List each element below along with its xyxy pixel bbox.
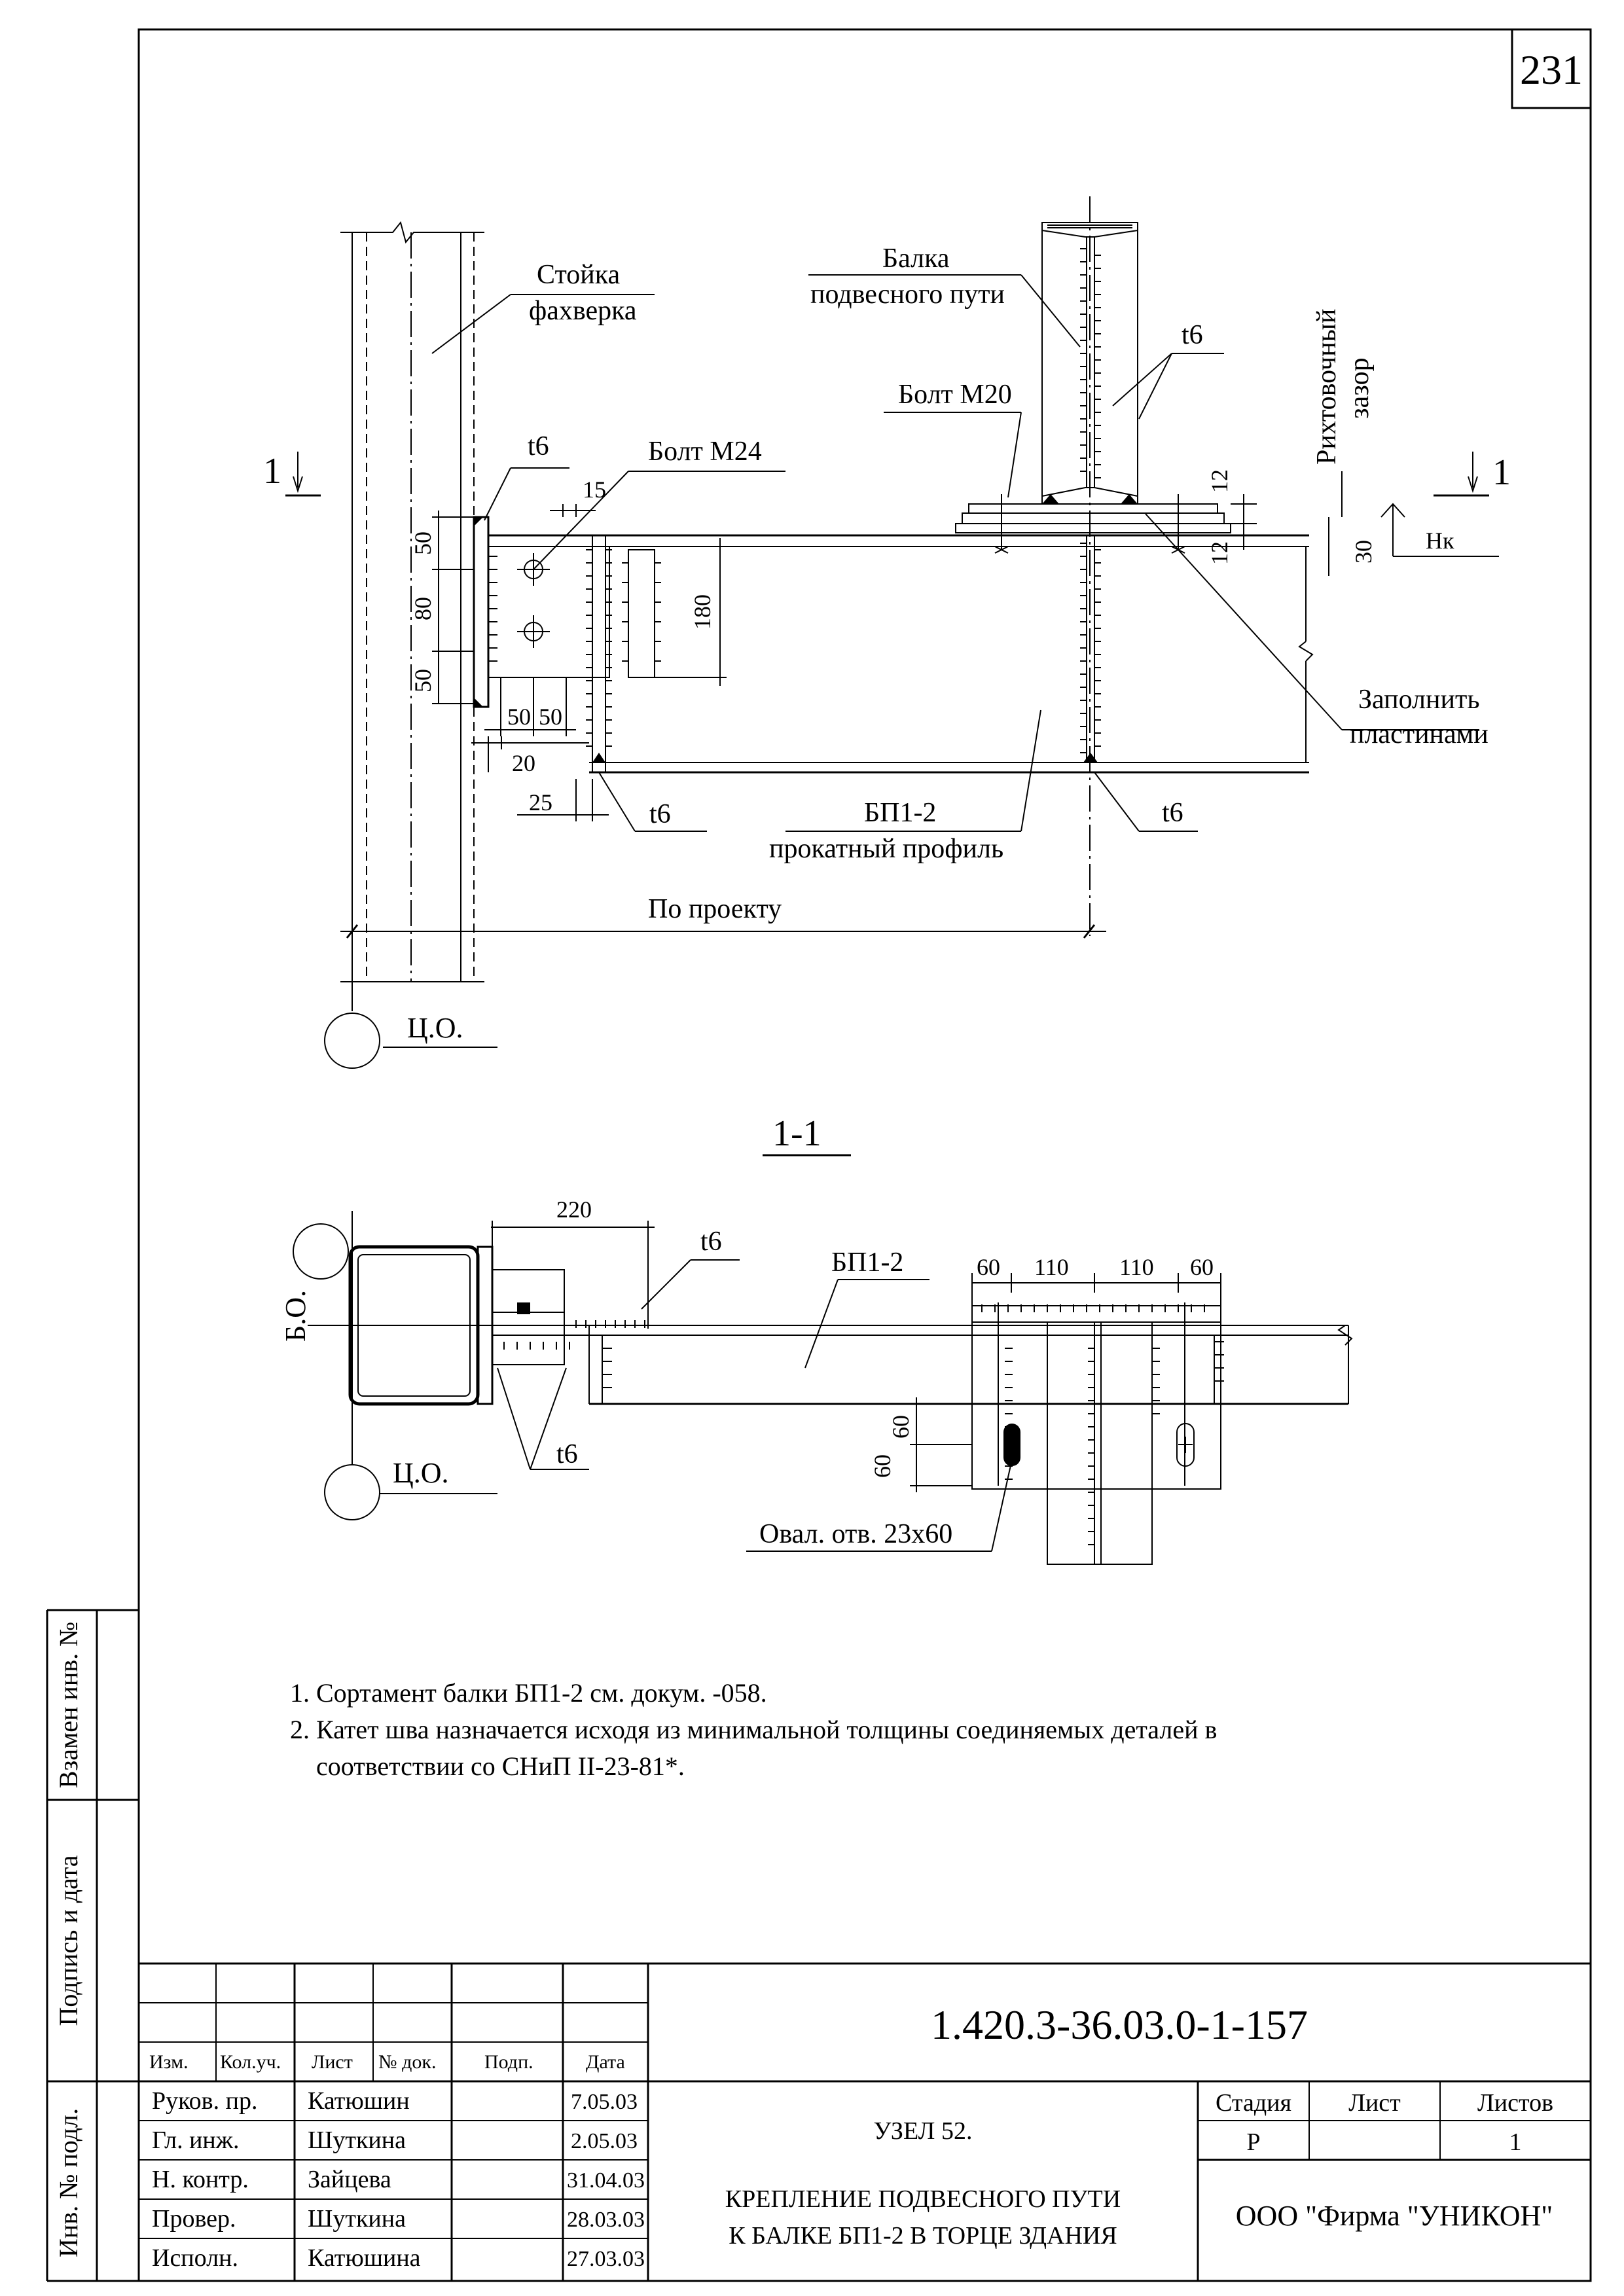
hdr-izm: Изм.: [149, 2051, 189, 2073]
po-proektu-label: По проекту: [648, 894, 782, 924]
company-name: ООО "Фирма "УНИКОН": [1236, 2200, 1553, 2232]
row1-name: Катюшин: [308, 2087, 410, 2115]
row4-name: Шуткина: [308, 2205, 406, 2233]
section-mark-right: 1: [1492, 452, 1511, 493]
hdr-nomdok: № док.: [378, 2051, 436, 2073]
row3-name: Зайцева: [308, 2166, 391, 2193]
t6-bottom-right: t6: [1162, 798, 1183, 828]
stoika-label: Стойка: [537, 260, 621, 290]
row3-date: 31.04.03: [567, 2168, 645, 2193]
stage-header: Стадия: [1216, 2089, 1291, 2117]
hdr-kolych: Кол.уч.: [220, 2051, 281, 2073]
row5-date: 27.03.03: [567, 2247, 645, 2271]
prokatny-label: прокатный профиль: [769, 834, 1003, 864]
doc-code: 1.420.3-36.03.0-1-157: [931, 2001, 1308, 2048]
row4-role: Провер.: [152, 2205, 236, 2233]
axis-circle-bo: [293, 1223, 349, 1280]
sheets-header: Листов: [1477, 2089, 1553, 2117]
page-number: 231: [1520, 46, 1583, 93]
rikhtovochny-label: Рихтовочный: [1312, 309, 1342, 465]
row3-role: Н. контр.: [152, 2166, 249, 2193]
title-line2: КРЕПЛЕНИЕ ПОДВЕСНОГО ПУТИ: [725, 2185, 1121, 2213]
row1-role: Руков. пр.: [152, 2087, 257, 2115]
dim-110a: 110: [1034, 1254, 1069, 1280]
page-number-box: [1511, 28, 1592, 109]
fakhverka-label: фахверка: [529, 296, 637, 326]
bo-label: Б.О.: [280, 1290, 312, 1342]
dim-25: 25: [529, 789, 552, 816]
stage-value: Р: [1246, 2128, 1260, 2156]
zazor-label: зазор: [1344, 357, 1375, 419]
elevation-view: Ц.О. Стойка фахверка 1 t6 Болт М24: [263, 196, 1511, 1069]
oval-hole-open: [1176, 1423, 1195, 1467]
bolt-m24-label: Болт М24: [648, 437, 762, 467]
hk-label: Нк: [1426, 528, 1454, 554]
section-title: 1-1: [772, 1113, 821, 1154]
row4-date: 28.03.03: [567, 2208, 645, 2232]
plastinami-label: пластинами: [1350, 719, 1489, 749]
podvesnogo-label: подвесного пути: [810, 279, 1005, 310]
row2-role: Гл. инж.: [152, 2126, 240, 2154]
sheets-value: 1: [1509, 2128, 1522, 2156]
hdr-podp: Подп.: [484, 2051, 533, 2073]
dim-30: 30: [1350, 540, 1377, 564]
axis-co-label: Ц.О.: [407, 1012, 463, 1044]
row2-name: Шуткина: [308, 2126, 406, 2154]
bolt-m20-label: Болт М20: [898, 380, 1012, 410]
t6-upper-label: t6: [1182, 320, 1203, 350]
dim-20: 20: [512, 750, 535, 776]
row1-date: 7.05.03: [571, 2090, 638, 2114]
zapolnit-label: Заполнить: [1358, 685, 1479, 715]
dim-80: 80: [410, 597, 436, 620]
t6a-label: t6: [700, 1227, 722, 1257]
dim-180: 180: [689, 594, 715, 630]
dim-110b: 110: [1119, 1254, 1154, 1280]
notes: 1. Сортамент балки БП1-2 см. докум. -058…: [290, 1678, 1217, 1781]
balka-label: Балка: [882, 243, 950, 274]
axis-circle-co: [324, 1013, 380, 1069]
title-line1: УЗЕЛ 52.: [874, 2117, 973, 2145]
title-line3: К БАЛКЕ БП1-2 В ТОРЦЕ ЗДАНИЯ: [729, 2222, 1117, 2250]
inv-label: Инв. № подл.: [54, 2108, 83, 2257]
dim-220: 220: [556, 1196, 592, 1223]
dim-60c: 60: [888, 1415, 914, 1439]
section-mark-left: 1: [263, 451, 281, 492]
oval-label: Овал. отв. 23х60: [759, 1519, 952, 1549]
dim-50c: 50: [507, 704, 531, 730]
sheet-frame: [137, 28, 1592, 2282]
t6b-label: t6: [556, 1439, 578, 1469]
side-stamp: Взамен инв. № Подпись и дата Инв. № подл…: [46, 1609, 139, 2282]
row2-date: 2.05.03: [571, 2129, 638, 2153]
t6-bottom-left: t6: [649, 799, 671, 829]
bp12-label: БП1-2: [864, 798, 936, 828]
dim-12a: 12: [1206, 469, 1233, 493]
dim-60b: 60: [1190, 1254, 1214, 1280]
dim-50d: 50: [539, 704, 562, 730]
dim-50a: 50: [410, 531, 436, 555]
note-2: 2. Катет шва назначается исходя из миним…: [290, 1715, 1217, 1744]
row5-name: Катюшина: [308, 2244, 421, 2272]
oval-hole-filled: [1003, 1424, 1020, 1466]
co-label2: Ц.О.: [393, 1457, 449, 1489]
hdr-list: Лист: [312, 2051, 353, 2073]
dim-15: 15: [583, 476, 606, 503]
sheet-header: Лист: [1348, 2089, 1401, 2117]
note-3: соответствии со СНиП II-23-81*.: [290, 1751, 685, 1781]
dim-60d: 60: [869, 1454, 895, 1478]
axis-circle-co2: [324, 1464, 380, 1520]
hdr-data: Дата: [586, 2051, 625, 2073]
dim-12b: 12: [1206, 541, 1233, 565]
note-1: 1. Сортамент балки БП1-2 см. докум. -058…: [290, 1678, 767, 1708]
row5-role: Исполн.: [152, 2244, 238, 2272]
vzamen-label: Взамен инв. №: [54, 1622, 83, 1789]
title-block: Изм. Кол.уч. Лист № док. Подп. Дата Руко…: [139, 1962, 1591, 2281]
t6-plate-label: t6: [528, 431, 549, 461]
podpis-label: Подпись и дата: [54, 1855, 83, 2026]
dim-50b: 50: [410, 669, 436, 692]
section-1-1: 1-1 Б.О. Ц.О. 220 t6 t6: [280, 1113, 1353, 1565]
dim-60a: 60: [977, 1254, 1000, 1280]
bp12-section-label: БП1-2: [831, 1247, 903, 1278]
